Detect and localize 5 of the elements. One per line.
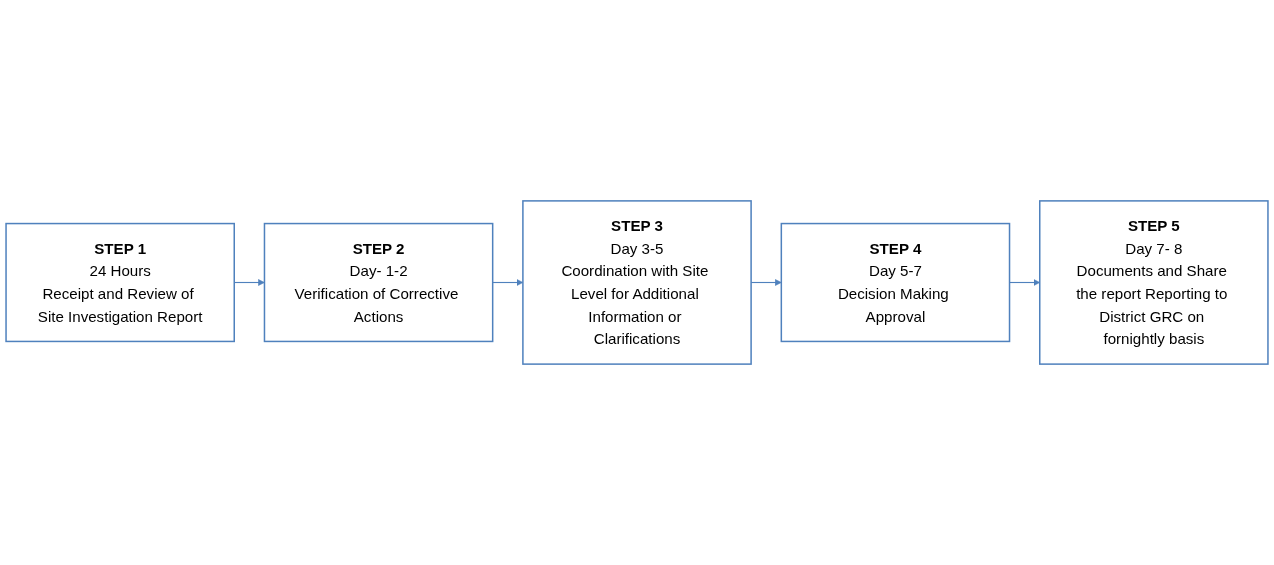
node-box: STEP 5 Day 7- 8 Documents and Share the report Reporting to District GRC on fornightly basis — [1039, 200, 1269, 365]
node-box: STEP 1 24 Hours Receipt and Review of Site Investigation Report — [5, 222, 235, 343]
node-box: STEP 3 Day 3-5 Coordination with Site Level for Additional Information or Clarifications — [522, 200, 752, 365]
node-box: STEP 4 Day 5-7 Decision Making Approval — [780, 222, 1011, 343]
node-box: STEP 2 Day- 1-2 Verification of Corrective Actions — [263, 222, 494, 343]
